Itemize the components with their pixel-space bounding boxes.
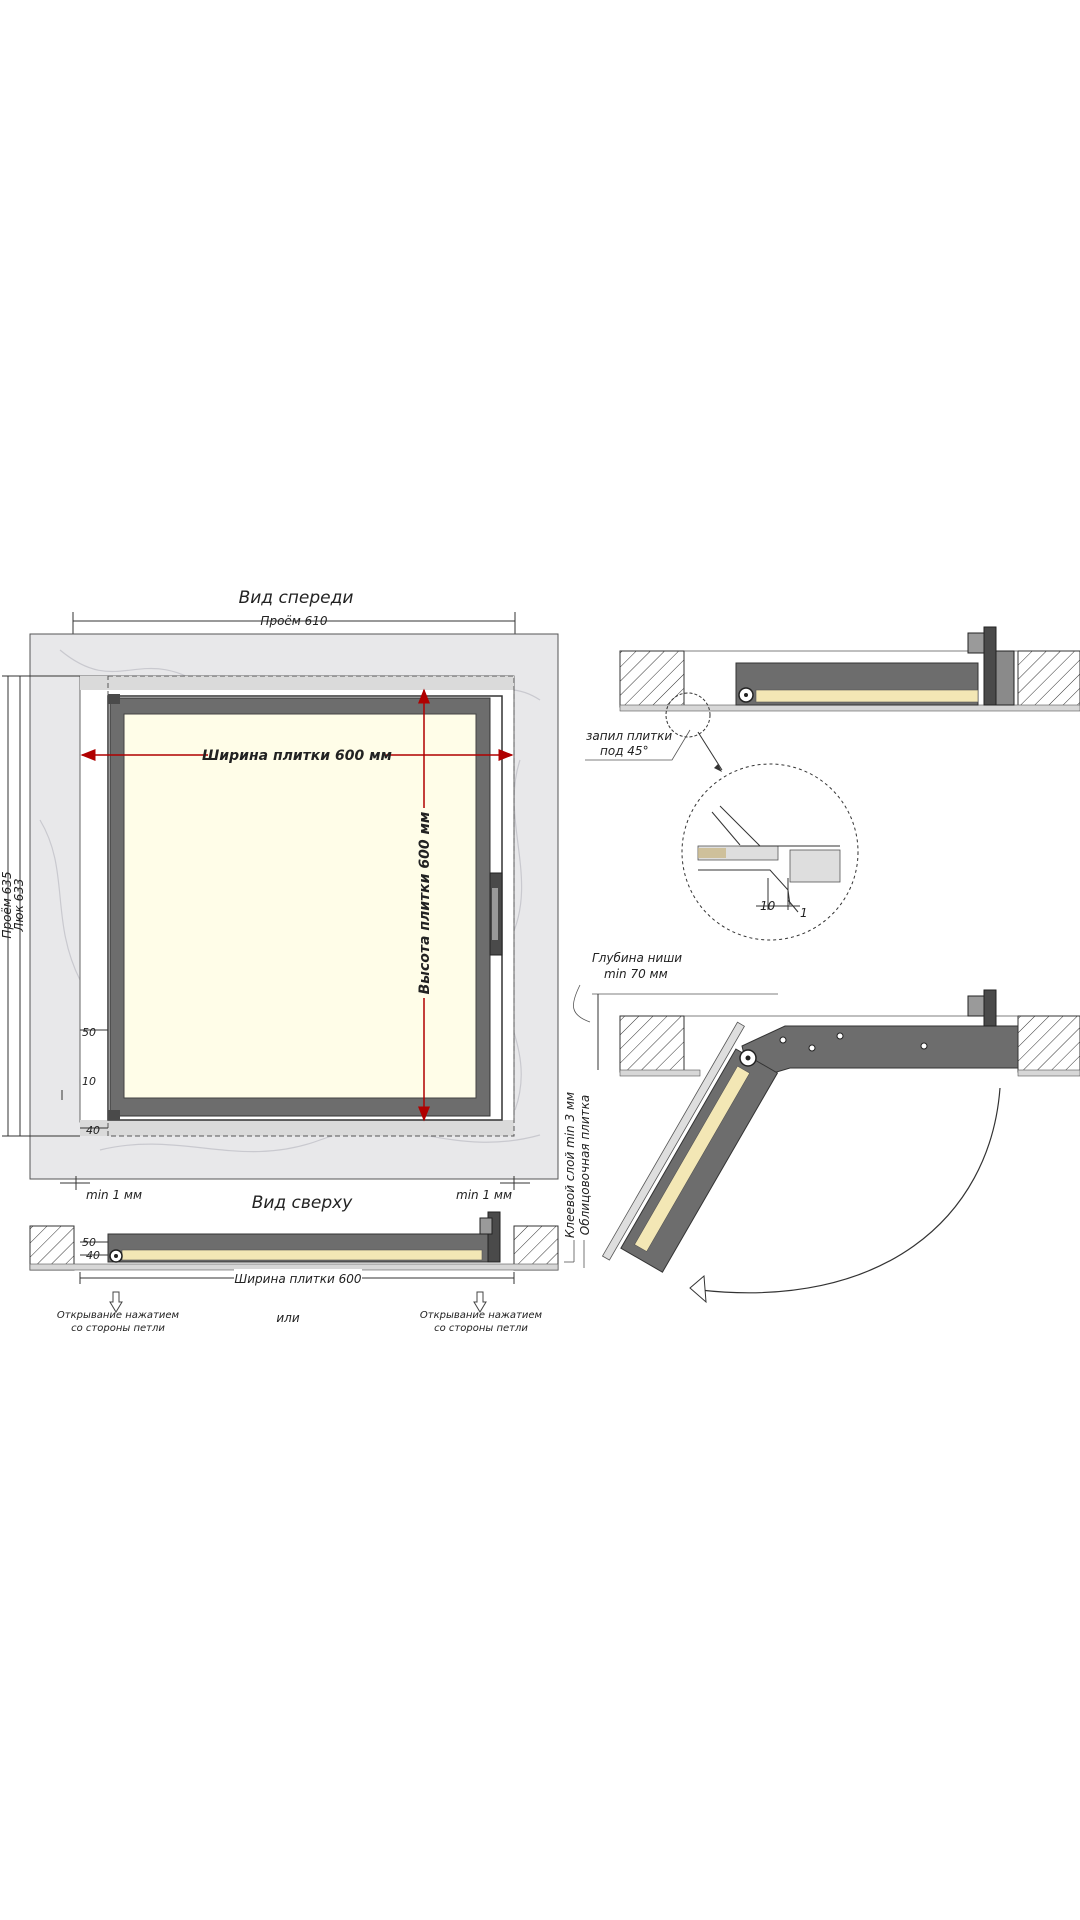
tile-cladding-label: Облицовочная плитка bbox=[578, 1095, 592, 1235]
opening-height-label: Проём 635 bbox=[0, 871, 14, 938]
detail-dim-1: 1 bbox=[800, 906, 808, 920]
push-arrow-right bbox=[473, 1291, 487, 1313]
opening-width-label: Проём 610 bbox=[260, 614, 328, 628]
front-view: Вид спереди Проём 610 Ширина плитки 6 bbox=[0, 588, 559, 1202]
hatch-outline-dashed bbox=[107, 675, 515, 1137]
dim-40-front: 40 bbox=[86, 1124, 100, 1137]
push-latch-closed bbox=[983, 626, 997, 706]
tile-cut-line2: под 45° bbox=[600, 744, 649, 758]
push-arrow-left bbox=[109, 1291, 123, 1313]
or-label: или bbox=[276, 1311, 299, 1325]
detail-dim-10: 10 bbox=[760, 899, 776, 913]
open-right-line2: со стороны петли bbox=[434, 1323, 528, 1334]
dim-50-front: 50 bbox=[82, 1026, 96, 1039]
top-view: Вид сверху 50 40 Ширина плитки 600 Откры… bbox=[29, 1092, 592, 1334]
hinge-arm bbox=[741, 1025, 1019, 1081]
hatch-panel-section bbox=[121, 1249, 483, 1261]
marble-vein bbox=[99, 1129, 541, 1153]
wall-section-left-closed bbox=[619, 650, 685, 708]
detail-zoom: 10 1 bbox=[681, 763, 859, 941]
glue-layer-label: Клеевой слой min 3 мм bbox=[563, 1092, 577, 1238]
niche-depth-line1: Глубина ниши bbox=[592, 951, 682, 965]
section-open: Глубина ниши min 70 мм bbox=[573, 951, 1080, 1304]
min-gap-right-label: min 1 мм bbox=[456, 1188, 512, 1202]
tile-band-top bbox=[80, 676, 514, 690]
detail-marker-circle bbox=[665, 692, 711, 738]
swing-arrow bbox=[699, 1087, 1001, 1294]
wall-section-right bbox=[513, 1225, 559, 1271]
top-view-title: Вид сверху bbox=[252, 1193, 354, 1213]
top-tile-width-label: Ширина плитки 600 bbox=[234, 1272, 361, 1286]
section-closed: запил плитки под 45° bbox=[585, 626, 1080, 772]
open-left-line2: со стороны петли bbox=[71, 1323, 165, 1334]
wall-section-right-open bbox=[1017, 1015, 1080, 1073]
wall-section-left bbox=[29, 1225, 75, 1271]
wall-section-left-open bbox=[619, 1015, 685, 1073]
hinge-top bbox=[108, 694, 120, 704]
open-right-line1: Открывание нажатием bbox=[420, 1310, 543, 1321]
hinge-bottom bbox=[108, 1110, 120, 1120]
tile-height-label: Высота плитки 600 мм bbox=[417, 812, 433, 995]
open-left-line1: Открывание нажатием bbox=[57, 1310, 180, 1321]
min-gap-left-label: min 1 мм bbox=[86, 1188, 142, 1202]
tile-band-bottom bbox=[80, 1120, 514, 1136]
niche-depth-line2: min 70 мм bbox=[604, 967, 668, 981]
wall-section-right-closed bbox=[1017, 650, 1080, 708]
push-latch-open bbox=[983, 989, 997, 1027]
hatch-size-label: Люк 633 bbox=[12, 878, 26, 932]
tile-cut-line1: запил плитки bbox=[586, 729, 672, 743]
dim-10-front: 10 bbox=[82, 1075, 96, 1088]
tile-width-label: Ширина плитки 600 мм bbox=[202, 748, 392, 764]
front-view-title: Вид спереди bbox=[239, 588, 354, 608]
